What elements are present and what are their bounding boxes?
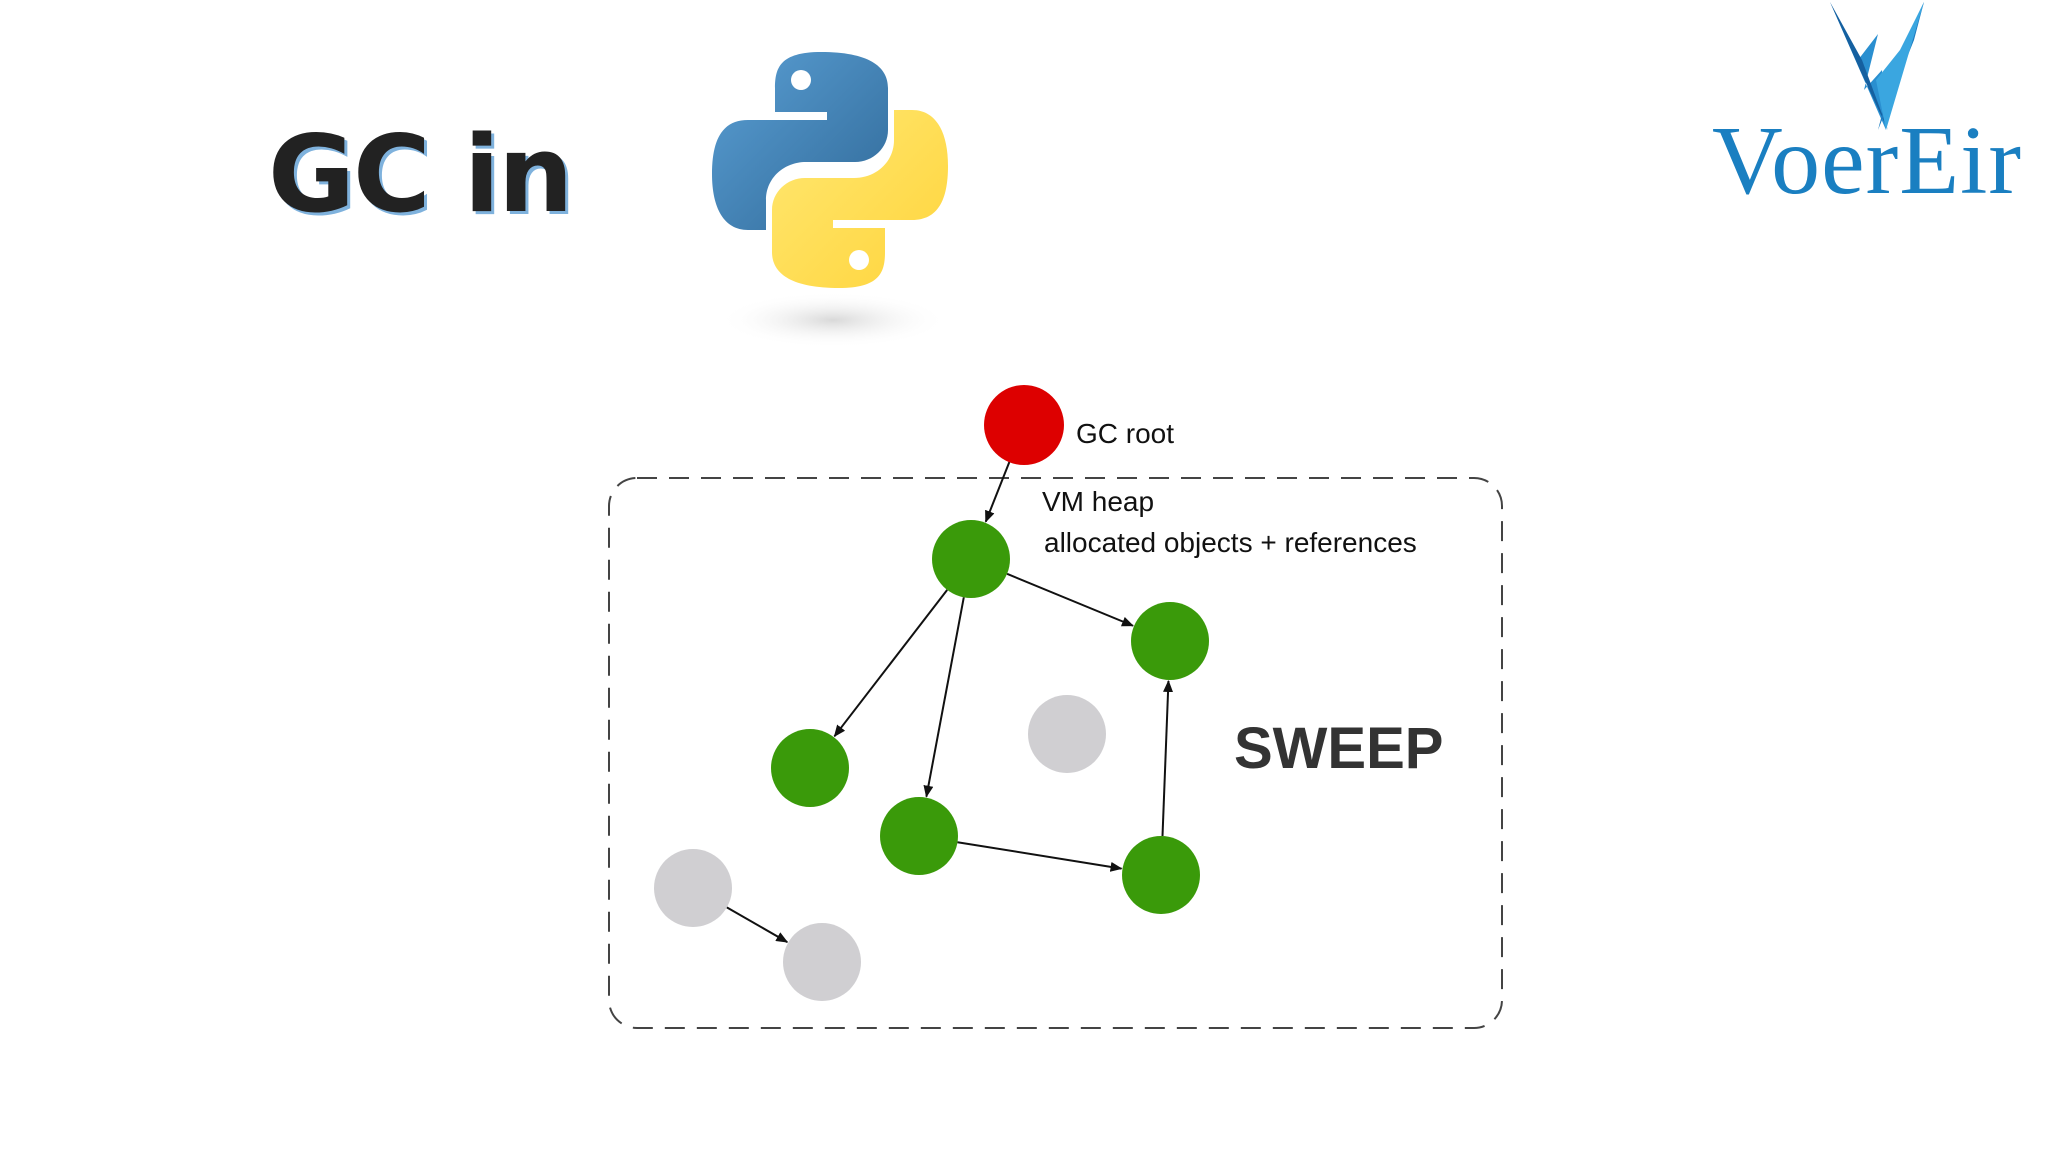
object-nodes [654,385,1209,1001]
brand-name: VoerEir [1712,107,2022,215]
unreachable-node-f [1028,695,1106,773]
reachable-node-c [771,729,849,807]
python-logo-icon [712,52,948,348]
phase-label: SWEEP [1234,716,1444,781]
root-node-root [984,385,1064,465]
edge-root-a [984,460,1011,523]
reachable-node-b [1131,602,1209,680]
vm-heap-description: allocated objects + references [1044,527,1417,558]
reference-edges [726,460,1174,943]
edge-a-b [1006,572,1134,627]
voereir-logo-icon [1830,2,1924,130]
edge-e-b [1161,679,1174,837]
reachable-node-a [932,520,1010,598]
slide-title: GC in [268,113,573,236]
reachable-node-d [880,797,958,875]
unreachable-node-g [654,849,732,927]
vm-heap-boundary [608,477,1503,1029]
edge-a-d [923,597,965,798]
edge-d-e [957,841,1123,872]
edge-a-c [833,589,948,738]
vm-heap-label: VM heap [1042,486,1154,517]
reachable-node-e [1122,836,1200,914]
edge-g-h [726,906,789,943]
gc-root-label: GC root [1076,418,1174,449]
unreachable-node-h [783,923,861,1001]
